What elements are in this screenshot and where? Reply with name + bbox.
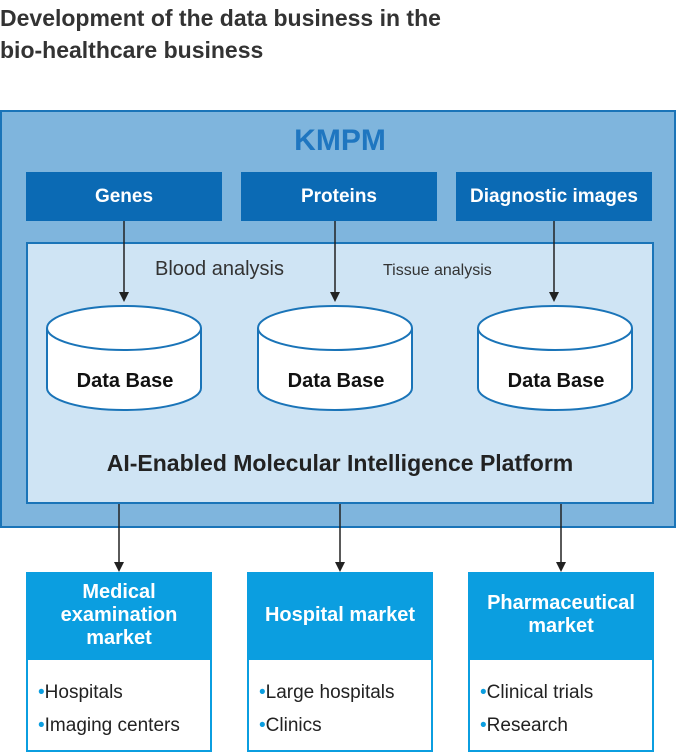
market-body-pharmaceutical: •Clinical trials •Research xyxy=(468,658,654,752)
list-item: •Imaging centers xyxy=(38,715,180,736)
market-head-line: Hospital market xyxy=(264,603,416,626)
kmpm-label: KMPM xyxy=(294,124,386,157)
list-item: •Clinics xyxy=(259,715,322,736)
database-cylinder-1 xyxy=(46,305,202,411)
list-item-text: Imaging centers xyxy=(44,715,180,736)
list-item-text: Clinics xyxy=(265,715,322,736)
market-head-line: examination xyxy=(60,603,178,626)
market-body-medical-examination: •Hospitals •Imaging centers xyxy=(26,658,212,752)
database-label-2: Data Base xyxy=(287,370,385,392)
market-head-medical-examination: Medical examination market xyxy=(26,572,212,658)
market-body-hospital: •Large hospitals •Clinics xyxy=(247,658,433,752)
list-item-text: Large hospitals xyxy=(265,682,395,703)
title-line-2: bio-healthcare business xyxy=(0,37,264,63)
diagram-title: Development of the data business in the … xyxy=(0,2,680,66)
database-label-3: Data Base xyxy=(507,370,605,392)
market-head-line: Pharmaceutical xyxy=(487,592,635,614)
title-line-1: Development of the data business in the xyxy=(0,5,441,31)
source-box-genes: Genes xyxy=(26,172,222,221)
tissue-analysis-label: Tissue analysis xyxy=(383,262,492,279)
list-item: •Hospitals xyxy=(38,682,123,703)
database-cylinder-2 xyxy=(257,305,413,411)
blood-analysis-label: Blood analysis xyxy=(155,258,284,280)
list-item: •Clinical trials xyxy=(480,682,594,703)
list-item-text: Research xyxy=(486,715,568,736)
source-box-proteins: Proteins xyxy=(241,172,437,221)
database-cylinder-3 xyxy=(477,305,633,411)
market-head-hospital: Hospital market xyxy=(247,572,433,658)
list-item-text: Hospitals xyxy=(44,682,123,703)
platform-label: AI-Enabled Molecular Intelligence Platfo… xyxy=(106,450,574,476)
market-head-line: market xyxy=(528,615,594,637)
market-head-pharmaceutical: Pharmaceutical market xyxy=(468,572,654,658)
list-item: •Large hospitals xyxy=(259,682,395,703)
list-item-text: Clinical trials xyxy=(486,682,594,703)
source-box-diagnostic-images: Diagnostic images xyxy=(456,172,652,221)
list-item: •Research xyxy=(480,715,568,736)
market-head-line: Medical xyxy=(82,580,156,603)
database-label-1: Data Base xyxy=(76,370,174,392)
market-head-line: market xyxy=(86,626,152,649)
